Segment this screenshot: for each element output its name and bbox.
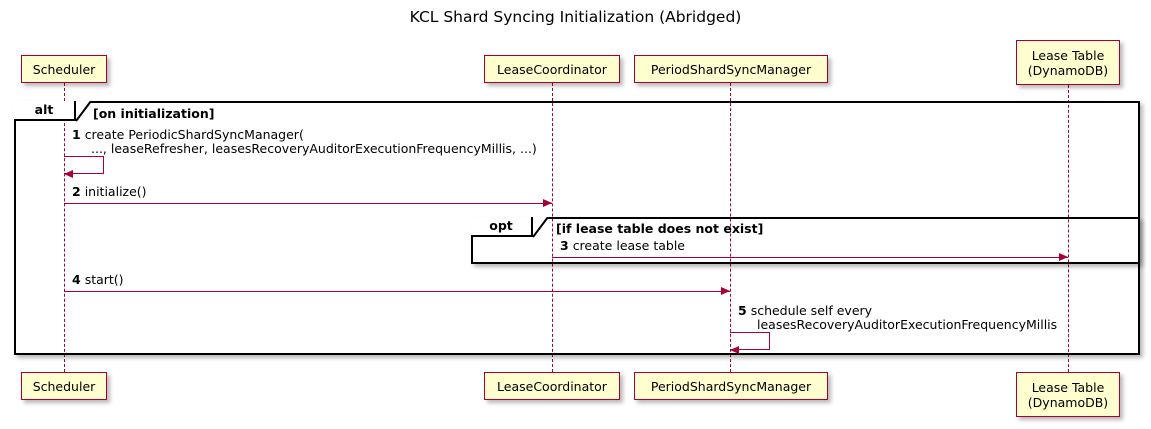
- participant-label: LeaseCoordinator: [497, 378, 607, 394]
- message-4-number: 4: [72, 272, 81, 287]
- message-3-arrow-head: [1059, 252, 1068, 261]
- message-3-line: [552, 257, 1068, 258]
- participant-period-shard-sync-manager-bottom[interactable]: PeriodShardSyncManager: [634, 372, 828, 400]
- fragment-alt-notch: [76, 101, 92, 122]
- lifeline-lease-coordinator: [552, 83, 553, 372]
- lifeline-lease-table: [1068, 85, 1069, 372]
- message-5-text-line1: schedule self every: [750, 303, 873, 318]
- fragment-alt-type-label: alt: [14, 101, 76, 121]
- message-1-text-line2: ..., leaseRefresher, leasesRecoveryAudit…: [91, 141, 537, 156]
- participant-lease-table-top[interactable]: Lease Table (DynamoDB): [1016, 40, 1120, 85]
- participant-label: LeaseCoordinator: [497, 61, 607, 77]
- message-1-number: 1: [72, 127, 81, 142]
- fragment-alt-condition: [on initialization]: [93, 106, 215, 121]
- lifeline-scheduler: [64, 83, 65, 372]
- participant-lease-coordinator-bottom[interactable]: LeaseCoordinator: [484, 372, 620, 400]
- fragment-opt-lease-table-missing: [471, 217, 1140, 264]
- message-4-arrow-head: [721, 286, 730, 295]
- participant-label-line2: (DynamoDB): [1027, 62, 1109, 78]
- message-2-number: 2: [72, 184, 81, 199]
- message-3-number: 3: [560, 238, 569, 253]
- participant-label: Scheduler: [32, 61, 96, 77]
- participant-label: PeriodShardSyncManager: [650, 61, 812, 77]
- message-5-text-line2: leasesRecoveryAuditorExecutionFrequencyM…: [757, 317, 1058, 332]
- message-5-number: 5: [738, 303, 747, 318]
- participant-scheduler-top[interactable]: Scheduler: [21, 55, 107, 83]
- message-4-label: 4 start(): [72, 273, 124, 287]
- message-1-self-call-box: [64, 156, 104, 174]
- participant-period-shard-sync-manager-top[interactable]: PeriodShardSyncManager: [634, 55, 828, 83]
- message-1-label: 1 create PeriodicShardSyncManager( ..., …: [72, 128, 537, 156]
- message-4-text-line1: start(): [84, 272, 124, 287]
- message-5-label: 5 schedule self every leasesRecoveryAudi…: [738, 304, 1057, 332]
- diagram-title: KCL Shard Syncing Initialization (Abridg…: [409, 8, 742, 26]
- message-2-label: 2 initialize(): [72, 185, 147, 199]
- fragment-opt-type-label: opt: [471, 217, 533, 237]
- participant-label: Scheduler: [32, 378, 96, 394]
- participant-lease-coordinator-top[interactable]: LeaseCoordinator: [484, 55, 620, 83]
- message-1-arrow-head: [64, 169, 73, 178]
- participant-label-line1: Lease Table: [1031, 379, 1105, 395]
- message-5-self-call-box: [730, 332, 770, 350]
- message-3-text-line1: create lease table: [572, 238, 685, 253]
- fragment-opt-notch: [533, 217, 549, 238]
- participant-scheduler-bottom[interactable]: Scheduler: [21, 372, 107, 400]
- participant-label: PeriodShardSyncManager: [650, 378, 812, 394]
- message-4-line: [64, 291, 730, 292]
- participant-lease-table-bottom[interactable]: Lease Table (DynamoDB): [1016, 372, 1120, 417]
- lifeline-period-shard-sync-manager: [730, 83, 731, 372]
- message-1-text-line1: create PeriodicShardSyncManager(: [84, 127, 304, 142]
- message-2-arrow-head: [543, 198, 552, 207]
- message-2-line: [64, 203, 552, 204]
- participant-label-line2: (DynamoDB): [1027, 394, 1109, 410]
- participant-label-line1: Lease Table: [1031, 47, 1105, 63]
- fragment-opt-condition: [if lease table does not exist]: [556, 221, 764, 236]
- message-2-text-line1: initialize(): [84, 184, 147, 199]
- message-5-arrow-head: [730, 345, 739, 354]
- message-3-label: 3 create lease table: [560, 239, 685, 253]
